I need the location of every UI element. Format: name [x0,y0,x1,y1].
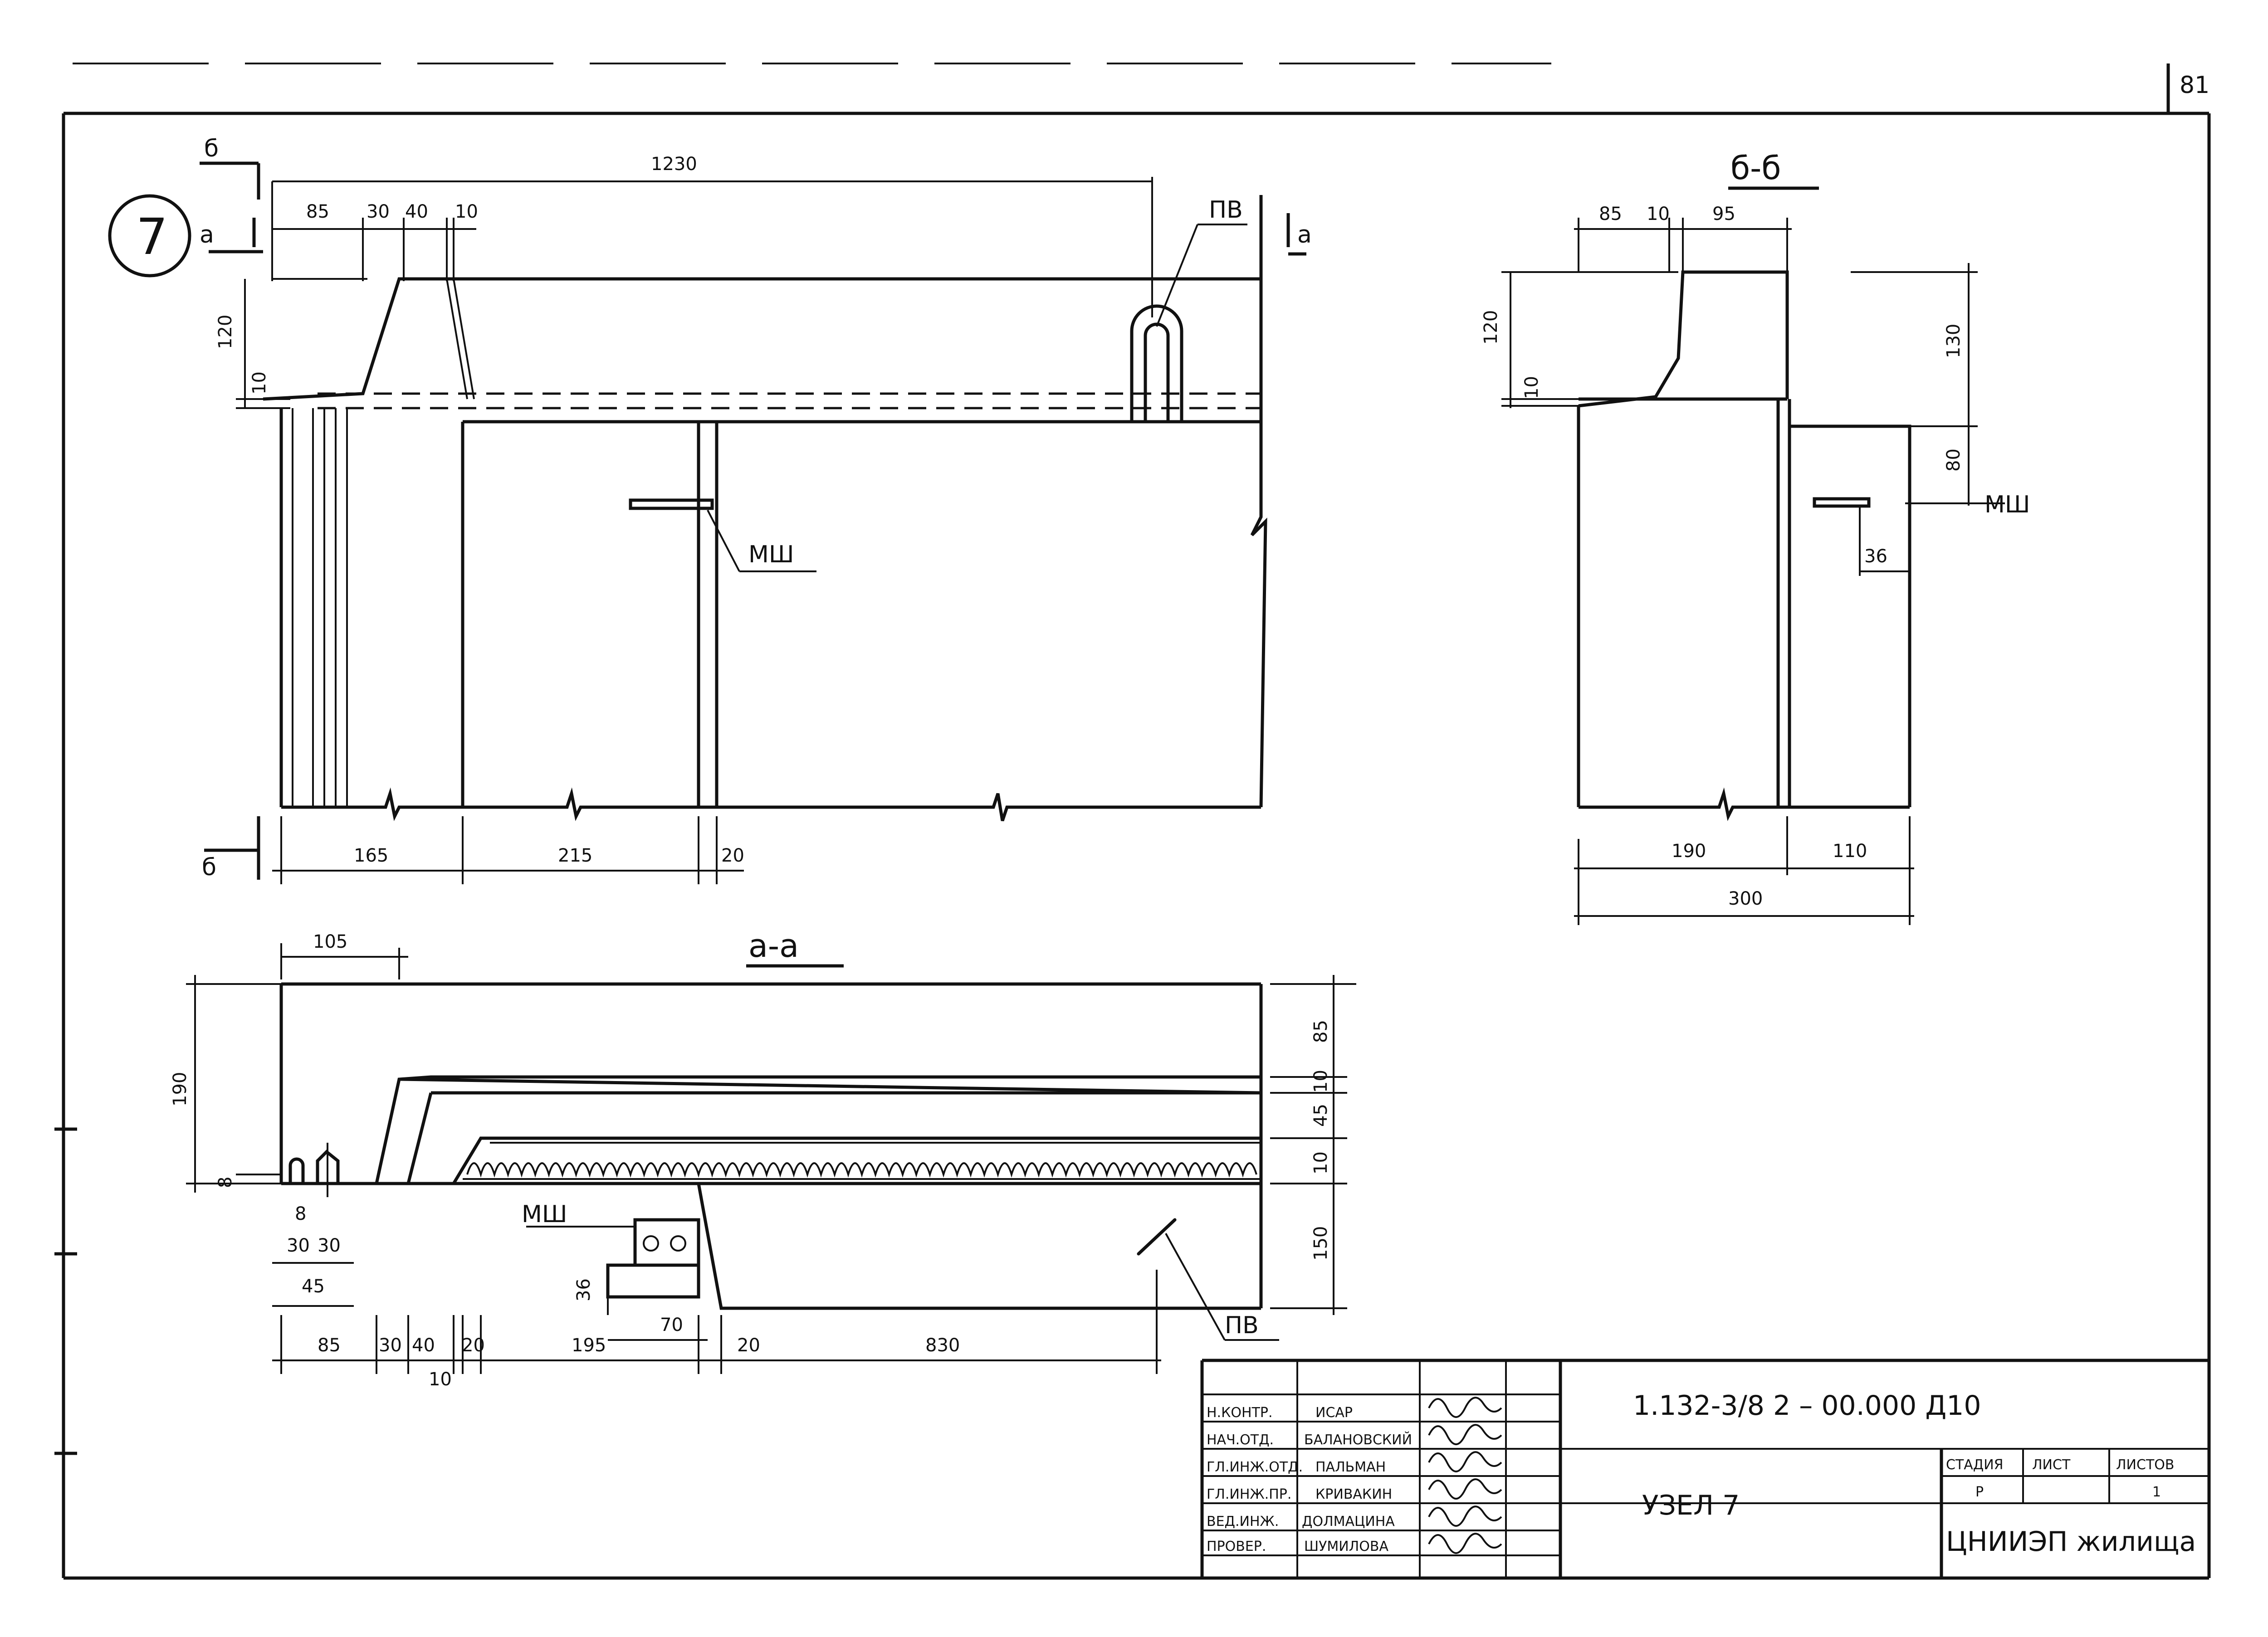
approval-name-2: БАЛАНОВСКИЙ [1304,1432,1412,1448]
dim-bottom-165: 165 [354,845,388,866]
approval-name-5: ДОЛМАЦИНА [1302,1514,1395,1530]
dim-bottom-20: 20 [721,845,744,866]
dim-top-10: 10 [455,201,478,222]
bb-dim-10: 10 [1647,204,1670,224]
aa-dim-195-bottom: 195 [572,1335,606,1356]
aa-dim-70: 70 [660,1315,683,1335]
aa-dim-85-right: 85 [1310,1020,1331,1043]
page-number: 81 [2180,72,2209,99]
dim-top-30: 30 [367,201,390,222]
approval-name-1: ИСАР [1315,1405,1353,1421]
approval-name-6: ШУМИЛОВА [1304,1539,1388,1554]
dim-top-1230: 1230 [651,154,697,175]
aa-dim-30b: 30 [318,1235,341,1256]
bb-dim-80: 80 [1943,448,1964,472]
section-aa [186,943,1356,1374]
bb-dim-95: 95 [1712,204,1735,224]
aa-dim-10-bottom: 10 [429,1369,452,1390]
bb-label-msh: МШ [1984,491,2030,518]
aa-dim-20a-bottom: 20 [462,1335,485,1356]
aa-dim-8: 8 [295,1203,306,1224]
approval-role-2: НАЧ.ОТД. [1207,1432,1274,1448]
node-marker [108,194,191,278]
section-bb-title: б-б [1730,150,1781,187]
approval-role-5: ВЕД.ИНЖ. [1207,1514,1279,1530]
aa-label-pv: ПВ [1225,1312,1259,1339]
sheet-title: УЗЕЛ 7 [1642,1490,1740,1521]
title-block [1200,1359,2209,1578]
sheets-header: ЛИСТОВ [2116,1457,2174,1473]
cut-label-a-right: а [1297,221,1312,248]
aa-dim-190: 190 [170,1072,191,1106]
bb-dim-10-left: 10 [1521,376,1542,399]
dim-height-10: 10 [249,371,270,395]
node-number: 7 [136,208,168,266]
cut-label-b-top: б [204,135,219,162]
aa-dim-10b-right: 10 [1310,1151,1331,1174]
section-bb [1501,186,2005,925]
sheet-border [54,63,2211,1580]
main-view [200,161,1306,884]
aa-dim-85-bottom: 85 [318,1335,341,1356]
aa-dim-8-left: 8 [215,1177,236,1188]
dim-bottom-215: 215 [558,845,592,866]
bb-dim-130: 130 [1943,324,1964,358]
section-aa-title: а-а [748,927,799,965]
approval-name-4: КРИВАКИН [1315,1486,1392,1502]
stage-value: Р [1975,1484,1984,1500]
aa-dim-45-right: 45 [1310,1104,1331,1127]
bb-dim-120: 120 [1481,310,1501,345]
sheet-header: ЛИСТ [2032,1457,2071,1473]
approval-role-1: Н.КОНТР. [1207,1405,1273,1421]
aa-dim-30-bottom: 30 [379,1335,402,1356]
label-pv-main: ПВ [1209,196,1243,224]
aa-dim-36: 36 [573,1278,594,1301]
document-code: 1.132-3/8 2 – 00.000 Д10 [1633,1390,1981,1422]
cut-label-a-left: а [200,221,214,248]
bb-dim-300: 300 [1728,888,1763,909]
label-msh-main: МШ [748,541,794,568]
dim-top-40: 40 [405,201,428,222]
aa-dim-10-right: 10 [1310,1070,1331,1093]
cut-label-b-bottom: б [202,854,216,881]
approval-role-6: ПРОВЕР. [1207,1539,1266,1554]
aa-dim-30a: 30 [287,1235,310,1256]
aa-dim-105: 105 [313,931,347,952]
aa-dim-20b-bottom: 20 [737,1335,760,1356]
dim-height-120: 120 [215,315,236,349]
stage-header: СТАДИЯ [1946,1457,2004,1473]
approval-role-3: ГЛ.ИНЖ.ОТД. [1207,1459,1303,1475]
aa-label-msh: МШ [522,1201,567,1228]
bb-dim-85: 85 [1599,204,1622,224]
aa-dim-45: 45 [302,1276,325,1297]
bb-dim-110: 110 [1833,841,1867,862]
aa-dim-40-bottom: 40 [412,1335,435,1356]
bb-dim-36: 36 [1864,546,1887,567]
organization: ЦНИИЭП жилища [1946,1526,2196,1558]
sheets-value: 1 [2152,1484,2161,1500]
dim-top-85: 85 [306,201,329,222]
aa-dim-150-right: 150 [1310,1226,1331,1261]
approval-name-3: ПАЛЬМАН [1315,1459,1386,1475]
signatures [1428,1397,1502,1554]
approval-role-4: ГЛ.ИНЖ.ПР. [1207,1486,1291,1502]
bb-dim-190: 190 [1672,841,1706,862]
aa-dim-830-bottom: 830 [925,1335,960,1356]
